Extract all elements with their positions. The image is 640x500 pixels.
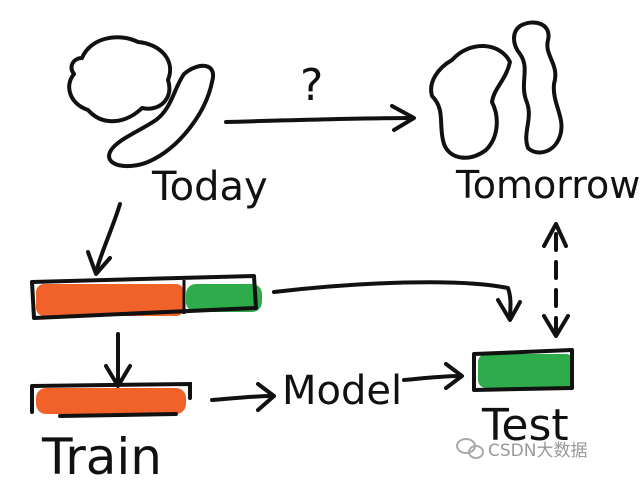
train-label: Train	[41, 428, 162, 486]
train-bar	[30, 381, 192, 418]
watermark: CSDN大数据	[456, 438, 587, 461]
wechat-icon	[456, 438, 484, 459]
question-mark: ?	[300, 60, 323, 111]
arrow-today-to-tomorrow	[224, 104, 416, 132]
model-label: Model	[282, 368, 402, 414]
train-portion	[36, 284, 184, 316]
test-bar	[472, 348, 574, 392]
arrow-today-to-dataset	[86, 202, 122, 276]
tomorrow-data-blob	[429, 20, 564, 160]
full-dataset-bar	[30, 274, 262, 320]
tomorrow-label: Tomorrow	[455, 163, 640, 207]
arrow-dataset-to-test	[272, 280, 522, 322]
today-label: Today	[151, 164, 268, 210]
arrow-train-to-model	[210, 382, 276, 412]
watermark-text: CSDN大数据	[488, 441, 587, 461]
today-data-blob	[67, 35, 216, 169]
test-label: Test	[481, 400, 569, 451]
arrow-dataset-to-train	[104, 332, 132, 388]
arrow-model-to-test	[402, 362, 464, 390]
dashed-arrow-test-tomorrow	[542, 222, 570, 338]
test-portion	[186, 284, 262, 312]
